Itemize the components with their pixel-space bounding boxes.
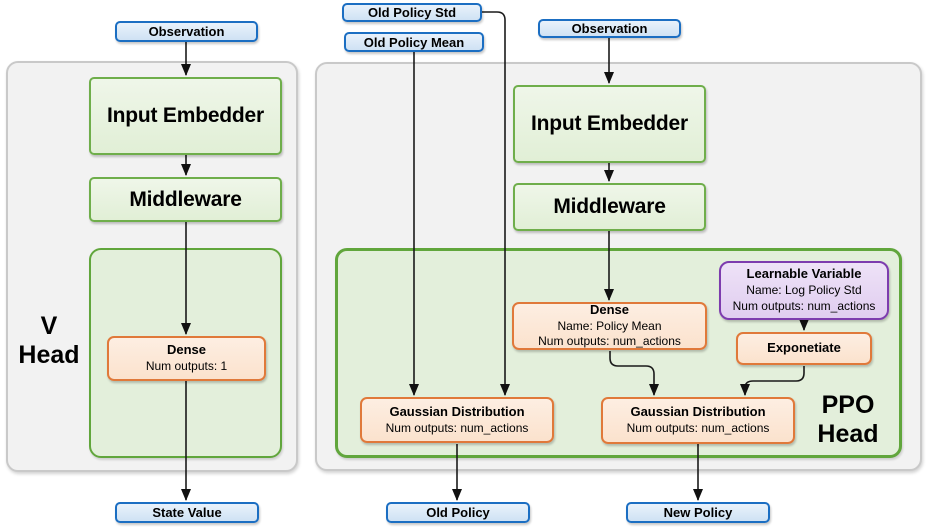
old-policy-std-label: Old Policy Std [367, 5, 457, 20]
gaussian-outputs: Num outputs: num_actions [626, 421, 770, 436]
new-policy-label: New Policy [663, 505, 733, 520]
old-policy-std-input: Old Policy Std [342, 3, 482, 22]
gaussian-distribution-old: Gaussian Distribution Num outputs: num_a… [360, 397, 554, 443]
gaussian-outputs: Num outputs: num_actions [385, 420, 529, 435]
learnable-name: Name: Log Policy Std [746, 283, 862, 298]
learnable-outputs: Num outputs: num_actions [732, 298, 876, 313]
old-policy-output: Old Policy [386, 502, 530, 523]
state-value-output: State Value [115, 502, 259, 523]
observation-label: Observation [571, 21, 648, 36]
v-head-label-line1: V [40, 312, 58, 340]
gaussian-title: Gaussian Distribution [389, 403, 525, 419]
learnable-title: Learnable Variable [746, 266, 862, 282]
old-policy-label: Old Policy [426, 505, 490, 520]
dense-title: Dense [166, 342, 207, 358]
dense-outputs: Num outputs: num_actions [538, 334, 681, 349]
learnable-variable-node: Learnable Variable Name: Log Policy Std … [719, 261, 889, 320]
middleware-right: Middleware [513, 183, 706, 231]
input-embedder-left: Input Embedder [89, 77, 282, 155]
old-policy-mean-label: Old Policy Mean [363, 34, 465, 50]
gaussian-title: Gaussian Distribution [630, 404, 766, 420]
old-policy-mean-input: Old Policy Mean [344, 32, 484, 52]
observation-label: Observation [148, 24, 225, 39]
exponetiate-label: Exponetiate [767, 340, 841, 356]
dense-name: Name: Policy Mean [557, 318, 662, 333]
v-head-label: V Head [11, 312, 87, 370]
middleware-left: Middleware [89, 177, 282, 222]
observation-input-right: Observation [538, 19, 681, 38]
input-embedder-label: Input Embedder [106, 104, 265, 127]
new-policy-output: New Policy [626, 502, 770, 523]
state-value-label: State Value [152, 505, 222, 520]
dense-outputs: Num outputs: 1 [145, 359, 228, 374]
ppo-head-label-line2: Head [817, 419, 879, 448]
observation-input-left: Observation [115, 21, 258, 42]
ppo-head-label-line1: PPO [821, 391, 875, 419]
middleware-label: Middleware [129, 187, 242, 211]
dense-node-policy-mean: Dense Name: Policy Mean Num outputs: num… [512, 302, 707, 350]
input-embedder-right: Input Embedder [513, 85, 706, 163]
dense-node-v: Dense Num outputs: 1 [107, 336, 266, 381]
dense-title: Dense [589, 301, 630, 317]
exponetiate-node: Exponetiate [736, 332, 872, 365]
middleware-label: Middleware [553, 195, 666, 218]
gaussian-distribution-new: Gaussian Distribution Num outputs: num_a… [601, 397, 795, 444]
ppo-head-label: PPO Head [806, 391, 890, 449]
input-embedder-label: Input Embedder [530, 112, 689, 135]
v-head-label-line2: Head [18, 340, 80, 369]
